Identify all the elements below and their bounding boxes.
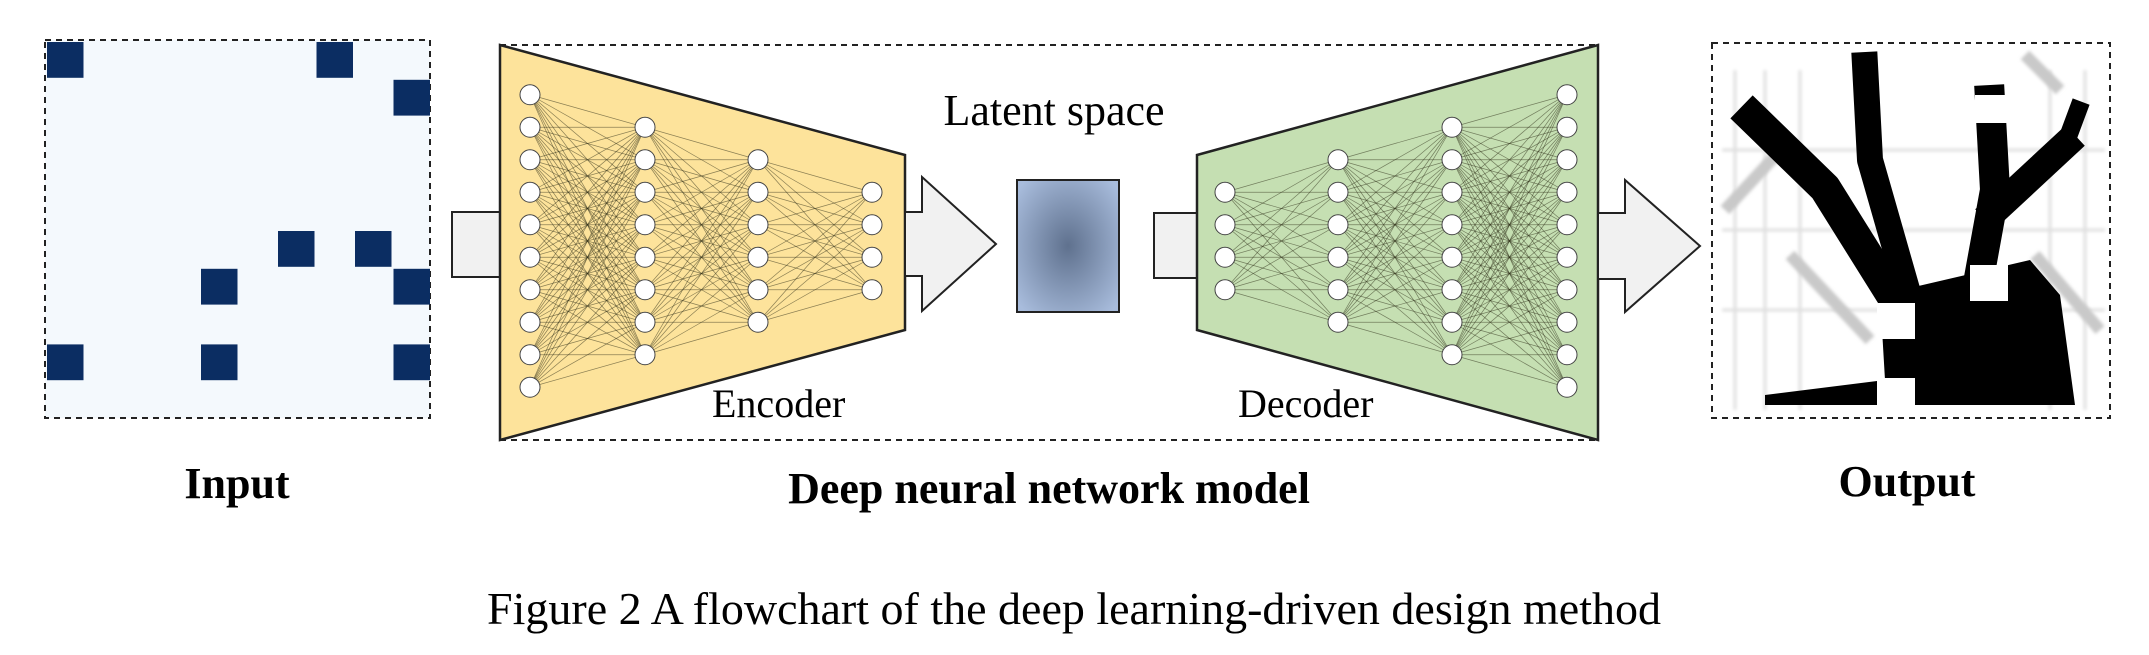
network-node — [1327, 246, 1349, 268]
network-node — [747, 181, 769, 203]
network-node — [1327, 279, 1349, 301]
network-node — [519, 311, 541, 333]
network-node — [634, 279, 656, 301]
network-node — [1214, 246, 1236, 268]
network-node — [1441, 116, 1463, 138]
network-node — [1441, 344, 1463, 366]
network-node — [1556, 181, 1578, 203]
network-node — [634, 149, 656, 171]
network-node — [747, 149, 769, 171]
network-node — [634, 181, 656, 203]
network-node — [747, 279, 769, 301]
network-node — [519, 149, 541, 171]
input-cell — [47, 42, 84, 78]
network-node — [1556, 149, 1578, 171]
input-cell — [278, 231, 315, 267]
network-node — [747, 311, 769, 333]
network-node — [519, 84, 541, 106]
network-node — [1441, 214, 1463, 236]
network-node — [1556, 214, 1578, 236]
figure-caption: Figure 2 A flowchart of the deep learnin… — [487, 583, 1661, 634]
network-node — [861, 214, 883, 236]
network-connections — [1224, 94, 1568, 388]
network-node — [1441, 311, 1463, 333]
input-cell — [201, 344, 238, 381]
decoder-label: Decoder — [1238, 381, 1373, 426]
network-node — [861, 279, 883, 301]
input-cell — [201, 268, 238, 305]
network-node — [1441, 149, 1463, 171]
latent-space-box — [1016, 179, 1120, 313]
network-node — [1556, 246, 1578, 268]
model-label: Deep neural network model — [788, 464, 1310, 513]
network-node — [747, 246, 769, 268]
network-node — [519, 376, 541, 398]
input-cell — [393, 268, 430, 305]
encoder-block: Encoder — [498, 43, 907, 442]
network-node — [1441, 181, 1463, 203]
network-node — [1441, 279, 1463, 301]
network-node — [1214, 181, 1236, 203]
input-cell — [47, 344, 84, 381]
arrow-decoder-to-output — [1597, 177, 1702, 315]
network-node — [1556, 279, 1578, 301]
network-node — [861, 181, 883, 203]
network-node — [634, 116, 656, 138]
encoder-network — [519, 84, 883, 398]
decoder-network — [1214, 84, 1578, 398]
decoder-block: Decoder — [1195, 43, 1600, 442]
network-node — [1556, 376, 1578, 398]
network-node — [1556, 116, 1578, 138]
decoder-trapezoid — [1195, 43, 1600, 442]
network-node — [1556, 344, 1578, 366]
network-node — [519, 279, 541, 301]
network-node — [1327, 149, 1349, 171]
network-node — [519, 246, 541, 268]
latent-space-block: Latent space — [943, 86, 1165, 313]
network-node — [747, 214, 769, 236]
network-node — [519, 116, 541, 138]
network-node — [634, 214, 656, 236]
input-label: Input — [184, 459, 290, 508]
network-node — [519, 214, 541, 236]
arrow-encoder-to-latent — [904, 174, 998, 314]
network-node — [634, 344, 656, 366]
output-panel — [1711, 40, 2111, 419]
network-node — [519, 181, 541, 203]
network-node — [1327, 214, 1349, 236]
output-frame — [1711, 42, 2111, 419]
network-connections — [529, 94, 873, 388]
output-label: Output — [1839, 457, 1976, 506]
network-node — [1214, 279, 1236, 301]
network-node — [1214, 214, 1236, 236]
network-node — [861, 246, 883, 268]
latent-space-label: Latent space — [943, 86, 1164, 135]
network-node — [1327, 311, 1349, 333]
network-node — [1441, 246, 1463, 268]
output-topology-image — [1720, 40, 2105, 414]
input-grid-cells — [47, 42, 430, 381]
network-node — [1327, 181, 1349, 203]
network-node — [634, 311, 656, 333]
input-cell — [355, 231, 392, 267]
input-cell — [393, 344, 430, 381]
network-node — [1556, 311, 1578, 333]
input-cell — [393, 79, 430, 116]
encoder-label: Encoder — [712, 381, 845, 426]
input-cell — [316, 42, 353, 78]
network-node — [519, 344, 541, 366]
network-node — [634, 246, 656, 268]
arrow-input-to-encoder — [451, 211, 504, 278]
network-node — [1556, 84, 1578, 106]
input-panel — [44, 39, 431, 419]
arrow-latent-to-decoder — [1153, 212, 1198, 279]
